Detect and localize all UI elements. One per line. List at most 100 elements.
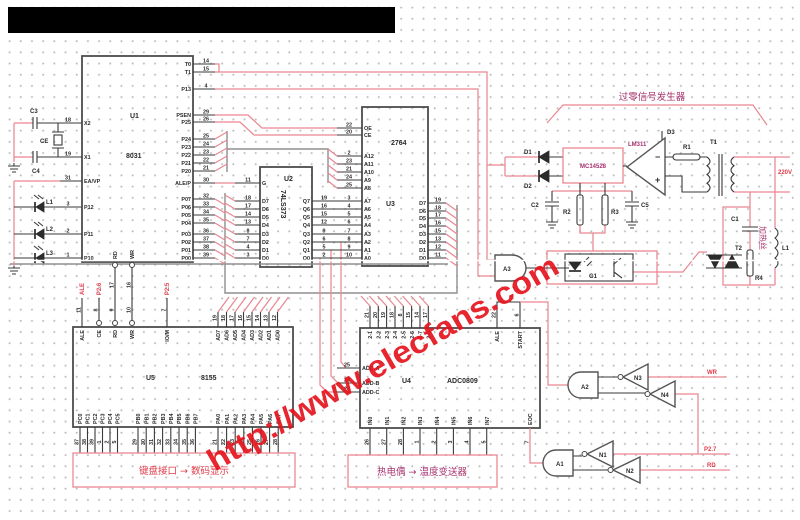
wire-resistor-leads (579, 183, 606, 195)
bus-entry (268, 296, 281, 313)
wire-transformer-primary (665, 156, 707, 193)
zero-crossing-generator: 过零信号发生器 D1 D2 MC14528 − + LM311 D3 R1 T1… (524, 91, 768, 251)
u3-pin-number: 2 (348, 150, 351, 156)
u5-control-wiring (81, 262, 168, 327)
u5-pin-name: PB6 (185, 414, 191, 425)
u4-pin-name: 2-2 (377, 331, 383, 339)
r4-label: R4 (755, 276, 763, 282)
zero-crossing-title: 过零信号发生器 (619, 91, 686, 103)
u1-pin-number: 3 (67, 201, 70, 207)
chip-u5-ref: U5 (146, 375, 155, 382)
led-icon (35, 201, 45, 213)
u1-pin-name: RD (113, 251, 119, 259)
u2-pin-name: D3 (262, 232, 269, 238)
u2-pin-name: Q7 (303, 199, 310, 205)
u2-pin-number: 4 (247, 244, 250, 250)
u4-pin-name: 2-6 (410, 331, 416, 339)
u1-pin-name: ALE/P (175, 181, 191, 187)
inverter-n4 (648, 379, 676, 409)
u1-pin-name: P00 (181, 256, 191, 262)
u5-pin-number: 5 (112, 441, 118, 444)
u4-pin-name: ADD-B (362, 381, 379, 387)
bus-entry (393, 295, 404, 307)
u1-pin-name: T1 (185, 70, 191, 76)
bus-entry (214, 241, 226, 249)
u1-pin-name: P06 (181, 205, 191, 211)
u5-pin-name: PB2 (153, 414, 159, 425)
u5-pin-number: 37 (75, 439, 81, 445)
u2-pin-number: 7 (247, 236, 250, 242)
u2-pin-name: Q5 (303, 215, 310, 221)
u3-pin-number: 3 (348, 195, 351, 201)
u2-pin-name: D0 (262, 256, 269, 262)
bus-entry (234, 296, 247, 313)
led-label: L2 (46, 227, 54, 233)
bus-entry (368, 295, 379, 307)
u4-pin-number: 22 (492, 312, 498, 318)
u1-pin-name: P24 (181, 137, 191, 143)
resistor-r2-icon (576, 194, 584, 226)
bus-entry (327, 164, 338, 173)
bus-entry (445, 249, 458, 259)
u3-pin-number: 23 (346, 158, 352, 164)
u5-pin-name: PA1 (225, 414, 231, 424)
u4-pin-number: 17 (423, 312, 429, 318)
wire-u5-control (81, 267, 168, 327)
u3-pin-name: D4 (419, 224, 426, 230)
u5-pin-name: AD2 (259, 330, 265, 341)
bus-entry (214, 198, 226, 206)
bus-entry (224, 202, 236, 210)
u5-pin-name: PA3 (242, 414, 248, 424)
wire-triac-gate (633, 251, 707, 273)
u2-pin-number: 9 (323, 228, 326, 234)
inversion-bubble (112, 262, 118, 268)
u5-pin-number: 32 (157, 439, 163, 445)
u5-pin-number: 38 (82, 439, 88, 445)
u5-pin-number: 24 (238, 439, 244, 445)
logic-gates: A3 A2 N3 N4 A1 N1 N2 WR P2.7 RD (494, 254, 718, 485)
d3-label: D3 (667, 130, 675, 136)
keyboard-display-frame (72, 452, 296, 488)
u5-pin-number: 10 (127, 307, 133, 313)
u1-pin-number: 37 (203, 236, 209, 242)
u1-pin-name: P04 (181, 221, 191, 227)
transformer-secondary-coil (730, 156, 735, 193)
u1-pin-number: 24 (203, 141, 209, 147)
group-bracket (546, 104, 768, 126)
bus-entry (214, 155, 228, 164)
resistor-r4-icon (746, 249, 754, 277)
u5-pin-name: PC4 (108, 414, 114, 425)
wire-n4-input (675, 393, 699, 454)
u3-pin-number: 19 (435, 197, 441, 203)
redacted-title-bar (8, 7, 395, 33)
bus-entry (224, 227, 236, 235)
d2-label: D2 (524, 184, 532, 190)
u5-pin-number: 9 (110, 309, 116, 312)
u2-pin-number: 5 (323, 244, 326, 250)
chip-u1-part: 8031 (126, 153, 142, 160)
bus-entry (224, 243, 236, 251)
u4-pin-number: 15 (406, 312, 412, 318)
u1-pin-number: 36 (203, 228, 209, 234)
u4-pin-name: EOC (528, 413, 534, 425)
u2-pin-number: 8 (247, 228, 250, 234)
u3-pin-number: 21 (346, 166, 352, 172)
chip-u5-body (72, 326, 294, 428)
u5-pin-name: AD1 (267, 330, 273, 341)
supply-label: 220V (778, 170, 792, 176)
u4-pin-number: 5 (481, 441, 487, 444)
bus-entry (445, 241, 458, 251)
crystal-plates (52, 131, 64, 149)
u5-pin-number: 27 (264, 439, 270, 445)
u3-pin-name: A11 (364, 162, 374, 168)
wire-adc-address (319, 242, 347, 393)
wire-zero-cross-input (487, 156, 539, 177)
bus-entry (360, 295, 371, 307)
bus-entry (259, 296, 273, 313)
u3-pin-number: 7 (348, 228, 351, 234)
resistor-r1-icon (672, 153, 701, 161)
u5-pin-name: PC1 (86, 414, 92, 425)
u5-pin-name: AD0 (276, 330, 282, 341)
bus-entry (224, 218, 236, 226)
